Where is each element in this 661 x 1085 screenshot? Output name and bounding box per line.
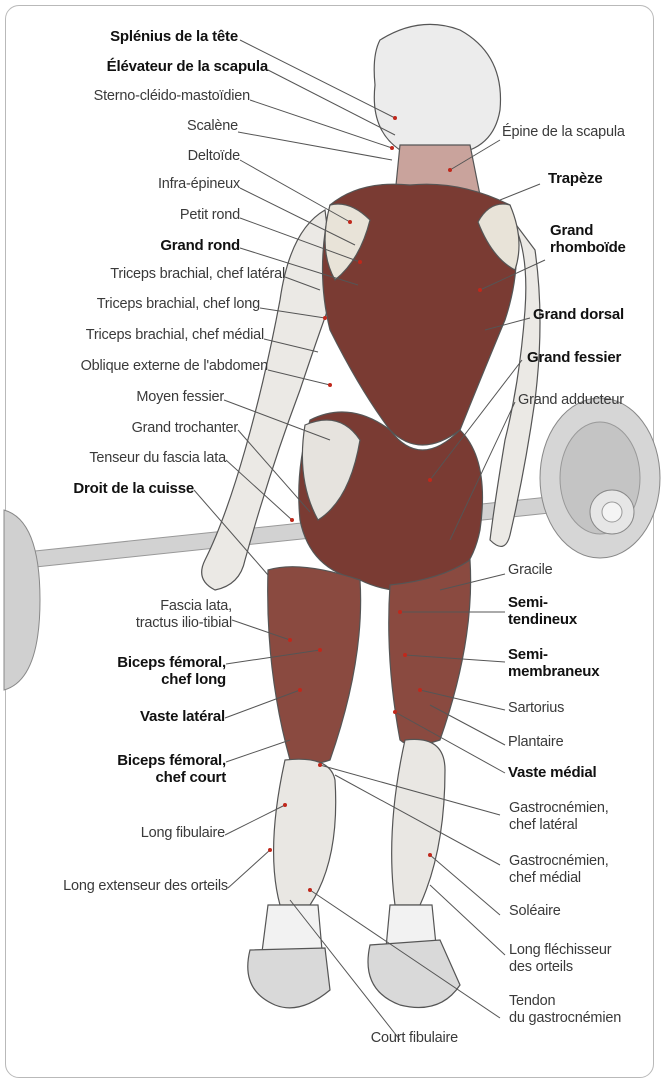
label-triceps-long: Triceps brachial, chef long <box>97 296 260 313</box>
label-biceps-long: Biceps fémoral,chef long <box>117 654 226 688</box>
label-fascia-line: tractus ilio-tibial <box>136 615 232 632</box>
label-vaste-lat: Vaste latéral <box>140 708 225 725</box>
label-splenius-line: Splénius de la tête <box>110 28 238 45</box>
label-epine: Épine de la scapula <box>502 124 625 141</box>
label-gastro-med-line: chef médial <box>509 870 609 887</box>
label-oblique: Oblique externe de l'abdomen <box>81 358 268 375</box>
label-scalene-line: Scalène <box>187 118 238 135</box>
label-sartorius-line: Sartorius <box>508 700 564 717</box>
label-gracile-line: Gracile <box>508 562 553 579</box>
label-plantaire: Plantaire <box>508 734 563 751</box>
label-triceps-lat: Triceps brachial, chef latéral <box>110 266 285 283</box>
label-triceps-med-line: Triceps brachial, chef médial <box>86 327 264 344</box>
label-vaste-lat-line: Vaste latéral <box>140 708 225 725</box>
label-biceps-court-line: chef court <box>117 769 226 786</box>
label-trapeze: Trapèze <box>548 170 602 187</box>
label-fascia: Fascia lata,tractus ilio-tibial <box>136 598 232 632</box>
label-gracile: Gracile <box>508 562 553 579</box>
label-tendon-line: Tendon <box>509 993 621 1010</box>
label-tenseur: Tenseur du fascia lata <box>89 450 226 467</box>
label-biceps-court-line: Biceps fémoral, <box>117 752 226 769</box>
label-semi-tend: Semi-tendineux <box>508 594 577 628</box>
label-grand-add-line: Grand adducteur <box>518 392 624 409</box>
label-grand-rond-line: Grand rond <box>160 237 240 254</box>
label-vaste-med: Vaste médial <box>508 764 597 781</box>
label-grand-fessier-line: Grand fessier <box>527 349 621 366</box>
label-grand-rond: Grand rond <box>160 237 240 254</box>
label-tenseur-line: Tenseur du fascia lata <box>89 450 226 467</box>
label-droit: Droit de la cuisse <box>73 480 194 497</box>
label-sterno: Sterno-cléido-mastoïdien <box>94 88 250 105</box>
label-moyen-fessier-line: Moyen fessier <box>136 389 224 406</box>
label-long-ext: Long extenseur des orteils <box>63 878 228 895</box>
label-court-fib: Court fibulaire <box>358 1030 458 1047</box>
label-rhomboide-line: Grand <box>550 222 626 239</box>
label-gastro-lat-line: Gastrocnémien, <box>509 800 609 817</box>
label-grand-troch-line: Grand trochanter <box>132 420 238 437</box>
label-moyen-fessier: Moyen fessier <box>136 389 224 406</box>
label-triceps-med: Triceps brachial, chef médial <box>86 327 264 344</box>
label-semi-tend-line: tendineux <box>508 611 577 628</box>
label-soleaire: Soléaire <box>509 903 561 920</box>
label-gastro-lat-line: chef latéral <box>509 817 609 834</box>
label-grand-dorsal: Grand dorsal <box>533 306 624 323</box>
label-gastro-med: Gastrocnémien,chef médial <box>509 853 609 887</box>
label-grand-dorsal-line: Grand dorsal <box>533 306 624 323</box>
label-deltoide: Deltoïde <box>188 148 240 165</box>
label-petit-rond: Petit rond <box>180 207 240 224</box>
label-semi-memb-line: membraneux <box>508 663 599 680</box>
label-long-ext-line: Long extenseur des orteils <box>63 878 228 895</box>
label-elevateur-line: Élévateur de la scapula <box>107 58 268 75</box>
label-semi-memb: Semi-membraneux <box>508 646 599 680</box>
label-grand-add: Grand adducteur <box>518 392 624 409</box>
label-droit-line: Droit de la cuisse <box>73 480 194 497</box>
label-biceps-court: Biceps fémoral,chef court <box>117 752 226 786</box>
label-biceps-long-line: Biceps fémoral, <box>117 654 226 671</box>
label-soleaire-line: Soléaire <box>509 903 561 920</box>
label-sterno-line: Sterno-cléido-mastoïdien <box>94 88 250 105</box>
label-gastro-lat: Gastrocnémien,chef latéral <box>509 800 609 834</box>
label-triceps-long-line: Triceps brachial, chef long <box>97 296 260 313</box>
label-deltoide-line: Deltoïde <box>188 148 240 165</box>
label-vaste-med-line: Vaste médial <box>508 764 597 781</box>
label-grand-fessier: Grand fessier <box>527 349 621 366</box>
label-sartorius: Sartorius <box>508 700 564 717</box>
label-infra: Infra-épineux <box>158 176 240 193</box>
label-rhomboide-line: rhomboïde <box>550 239 626 256</box>
label-tendon-line: du gastrocnémien <box>509 1010 621 1027</box>
label-triceps-lat-line: Triceps brachial, chef latéral <box>110 266 285 283</box>
label-gastro-med-line: Gastrocnémien, <box>509 853 609 870</box>
label-long-fib: Long fibulaire <box>141 825 225 842</box>
label-court-fib-line: Court fibulaire <box>358 1030 458 1047</box>
label-plantaire-line: Plantaire <box>508 734 563 751</box>
label-petit-rond-line: Petit rond <box>180 207 240 224</box>
label-epine-line: Épine de la scapula <box>502 124 625 141</box>
label-oblique-line: Oblique externe de l'abdomen <box>81 358 268 375</box>
label-scalene: Scalène <box>187 118 238 135</box>
label-grand-troch: Grand trochanter <box>132 420 238 437</box>
label-infra-line: Infra-épineux <box>158 176 240 193</box>
label-elevateur: Élévateur de la scapula <box>107 58 268 75</box>
label-long-flech-line: des orteils <box>509 959 611 976</box>
label-long-flech-line: Long fléchisseur <box>509 942 611 959</box>
label-semi-tend-line: Semi- <box>508 594 577 611</box>
label-long-fib-line: Long fibulaire <box>141 825 225 842</box>
label-semi-memb-line: Semi- <box>508 646 599 663</box>
label-biceps-long-line: chef long <box>117 671 226 688</box>
label-trapeze-line: Trapèze <box>548 170 602 187</box>
label-splenius: Splénius de la tête <box>110 28 238 45</box>
label-fascia-line: Fascia lata, <box>136 598 232 615</box>
